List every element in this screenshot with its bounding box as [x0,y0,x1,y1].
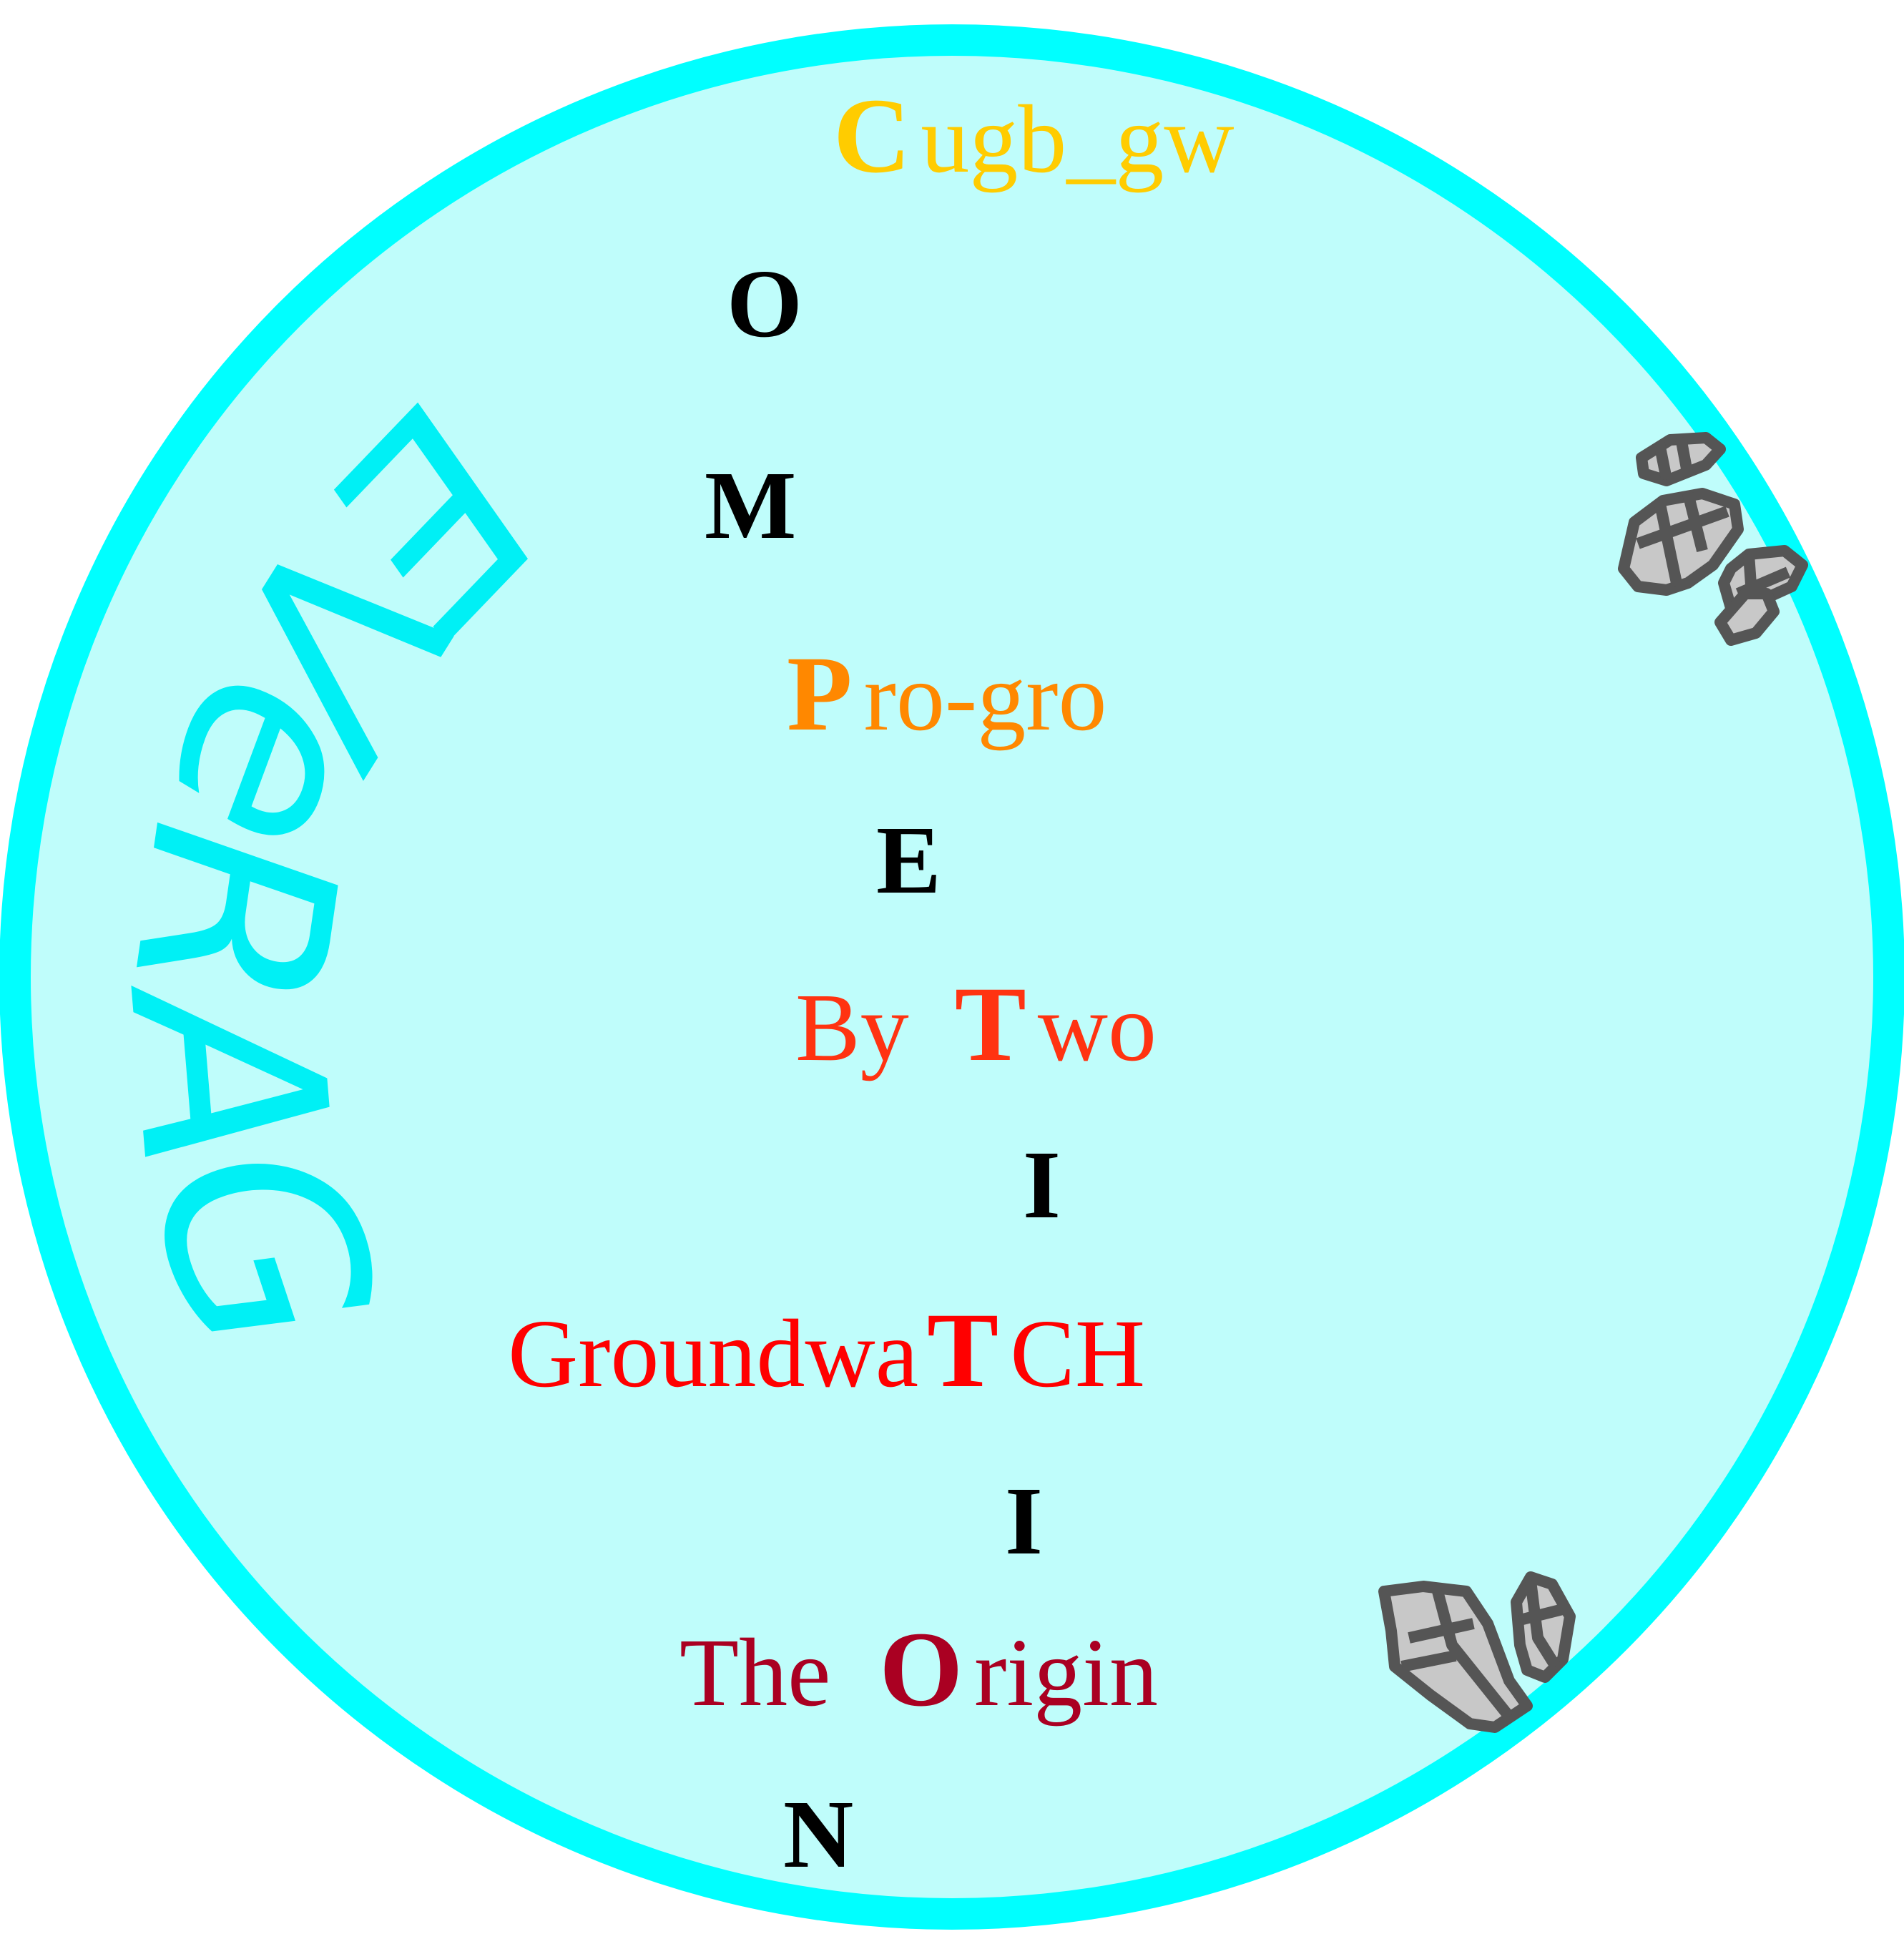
line-groundwatch-rest: CH [1010,1300,1145,1408]
line-by-two-rest: wo [1038,974,1157,1081]
line-the-origin-initial: O [879,1610,963,1729]
line-pro-gro-rest: ro-gro [864,644,1107,751]
line-groundwatch-pre: Groundwa [508,1300,918,1408]
line-n: N [783,1781,853,1888]
line-cugb-gw-rest: ugb_gw [921,86,1234,193]
badge-circle [0,24,1904,1930]
line-n-initial: N [783,1781,853,1888]
line-i-1-initial: I [1023,1131,1061,1239]
line-e: E [876,807,941,914]
line-i-2: I [1005,1468,1043,1575]
crystal-cluster-icon-top [1618,432,1808,646]
line-cugb-gw-initial: C [833,77,911,195]
line-by-two-pre: By [795,974,933,1081]
line-the-origin-rest: rigin [974,1619,1158,1727]
line-m-initial: M [705,452,796,559]
line-the-origin-pre: The [679,1619,855,1727]
line-e-initial: E [876,807,941,914]
line-pro-gro-initial: P [787,634,853,753]
line-groundwatch-initial: T [927,1291,998,1410]
crystal-cluster-icon-bottom [1378,1571,1576,1733]
line-o-initial: O [727,250,803,358]
line-o: O [727,250,803,358]
line-m: M [705,452,796,559]
line-by-two-initial: T [955,965,1026,1084]
line-i-2-initial: I [1005,1468,1043,1575]
line-i-1: I [1023,1131,1061,1239]
